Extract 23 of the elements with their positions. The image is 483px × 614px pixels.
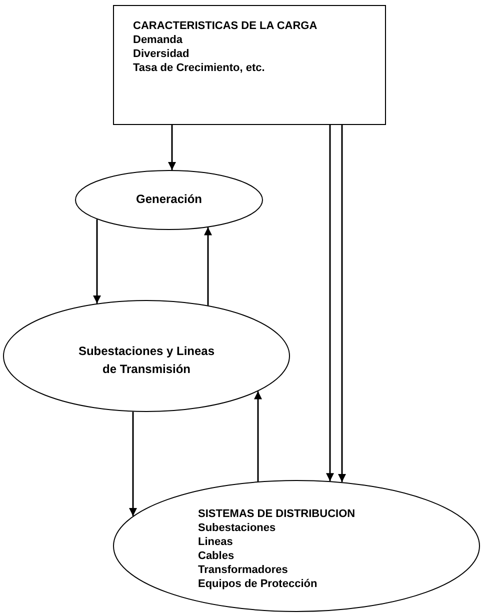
node-text: Cables xyxy=(198,549,236,563)
node-heading: SISTEMAS DE DISTRIBUCION xyxy=(198,507,356,521)
process-ellipse xyxy=(3,300,290,412)
node-text: Diversidad xyxy=(133,47,190,61)
arrow xyxy=(168,125,176,170)
arrow xyxy=(93,219,101,304)
node-text: Equipos de Protección xyxy=(198,577,318,591)
arrow xyxy=(338,125,346,482)
node-text: Lineas xyxy=(198,535,234,549)
node-heading: CARACTERISTICAS DE LA CARGA xyxy=(133,19,318,33)
process-ellipse xyxy=(75,170,263,230)
node-text: Demanda xyxy=(133,33,184,47)
node-text: Generación xyxy=(134,192,204,206)
arrow xyxy=(129,412,137,516)
node-text: Subestaciones y Lineas de Transmisión xyxy=(77,343,216,378)
node-text: Tasa de Crecimiento, etc. xyxy=(133,61,266,75)
arrow xyxy=(326,125,334,482)
process-ellipse xyxy=(113,480,480,612)
process-box xyxy=(113,5,386,125)
node-text: Subestaciones xyxy=(198,521,277,535)
arrow xyxy=(204,227,212,306)
node-text: Transformadores xyxy=(198,563,289,577)
arrow xyxy=(254,391,262,482)
